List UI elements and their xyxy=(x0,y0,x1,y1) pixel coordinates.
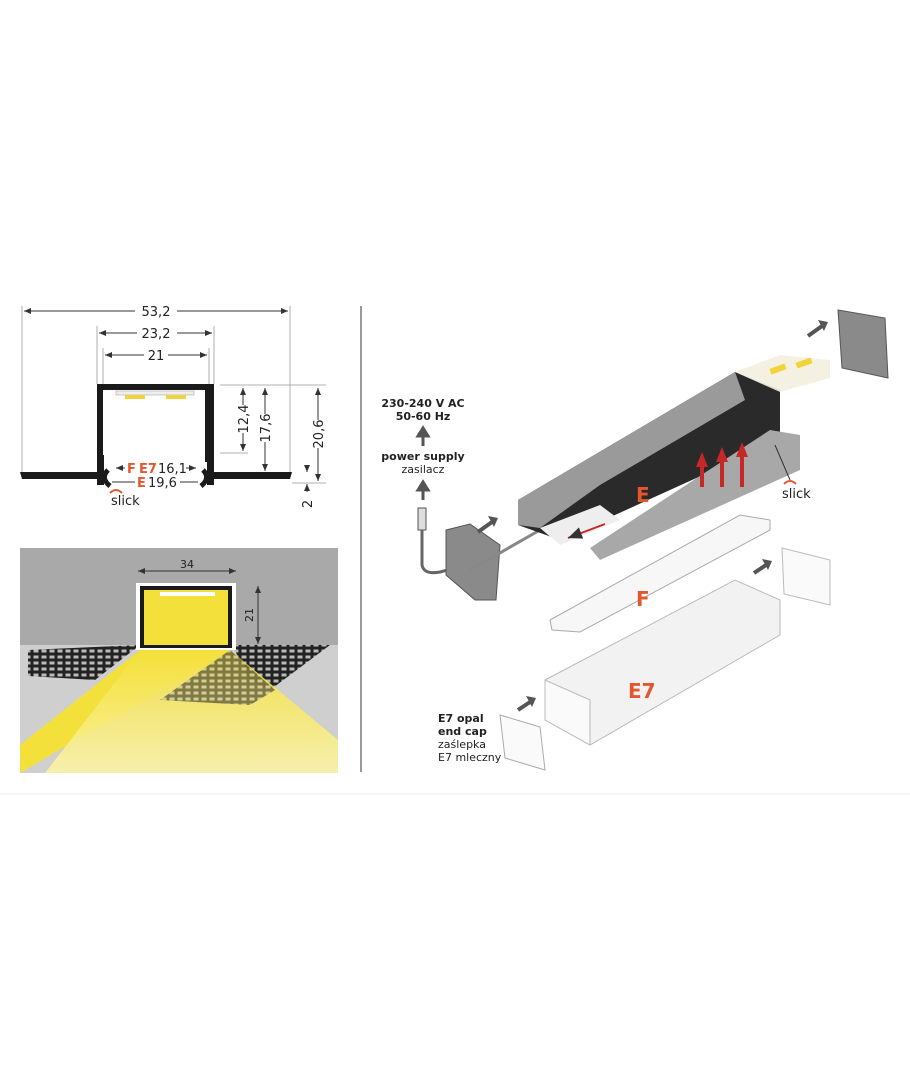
part-label-e7: E7 xyxy=(628,679,656,703)
arrow-red-icons xyxy=(696,442,748,487)
dim-cover-fe7-width: 16,1 xyxy=(158,462,187,477)
end-cap-label-line1: E7 opal xyxy=(438,712,484,725)
arrow-gray-icon xyxy=(806,324,824,338)
arrow-up-icon xyxy=(415,479,431,500)
dim-install-width: 34 xyxy=(180,558,194,571)
dim-cover-e-width: 19,6 xyxy=(148,476,177,491)
profile-shape xyxy=(97,384,214,462)
end-cap-label-line2: end cap xyxy=(438,725,487,738)
dim-outer-width: 23,2 xyxy=(142,327,171,342)
dim-inner-width: 21 xyxy=(148,349,165,364)
end-cap-label-line4: E7 mleczny xyxy=(438,751,502,764)
label-cover-f: F xyxy=(127,462,136,477)
brand-slick-logo: slick xyxy=(111,494,140,509)
dim-height-total: 20,6 xyxy=(312,420,327,449)
arrow-gray-icon xyxy=(752,563,768,575)
power-frequency: 50-60 Hz xyxy=(396,410,451,423)
cross-section: 53,2 23,2 21 12,4 17,6 20,6 xyxy=(20,302,327,509)
power-voltage: 230-240 V AC xyxy=(381,397,464,410)
label-cover-e7: E7 xyxy=(139,462,157,477)
power-supply-label-pl: zasilacz xyxy=(402,463,445,476)
exploded-view: 230-240 V AC 50-60 Hz power supply zasil… xyxy=(381,309,889,771)
cover-f xyxy=(549,514,771,633)
arrow-gray-icon xyxy=(476,520,494,534)
power-supply-label: power supply xyxy=(381,450,464,463)
dim-height-channel: 17,6 xyxy=(259,414,274,443)
end-cap-label-line3: zaślepka xyxy=(438,738,486,751)
part-label-f: F xyxy=(636,587,650,611)
dim-overall-width: 53,2 xyxy=(142,305,171,320)
part-label-e: E xyxy=(636,483,650,507)
label-cover-e: E xyxy=(137,476,146,491)
installation-view: 34 21 xyxy=(20,548,338,773)
brand-slick-logo: slick xyxy=(782,487,811,502)
dim-flange: 2 xyxy=(301,500,316,508)
dim-height-inner: 12,4 xyxy=(237,405,252,434)
arrow-up-icon xyxy=(415,425,431,446)
arrow-gray-icon xyxy=(516,700,532,712)
dim-install-height: 21 xyxy=(243,608,256,622)
